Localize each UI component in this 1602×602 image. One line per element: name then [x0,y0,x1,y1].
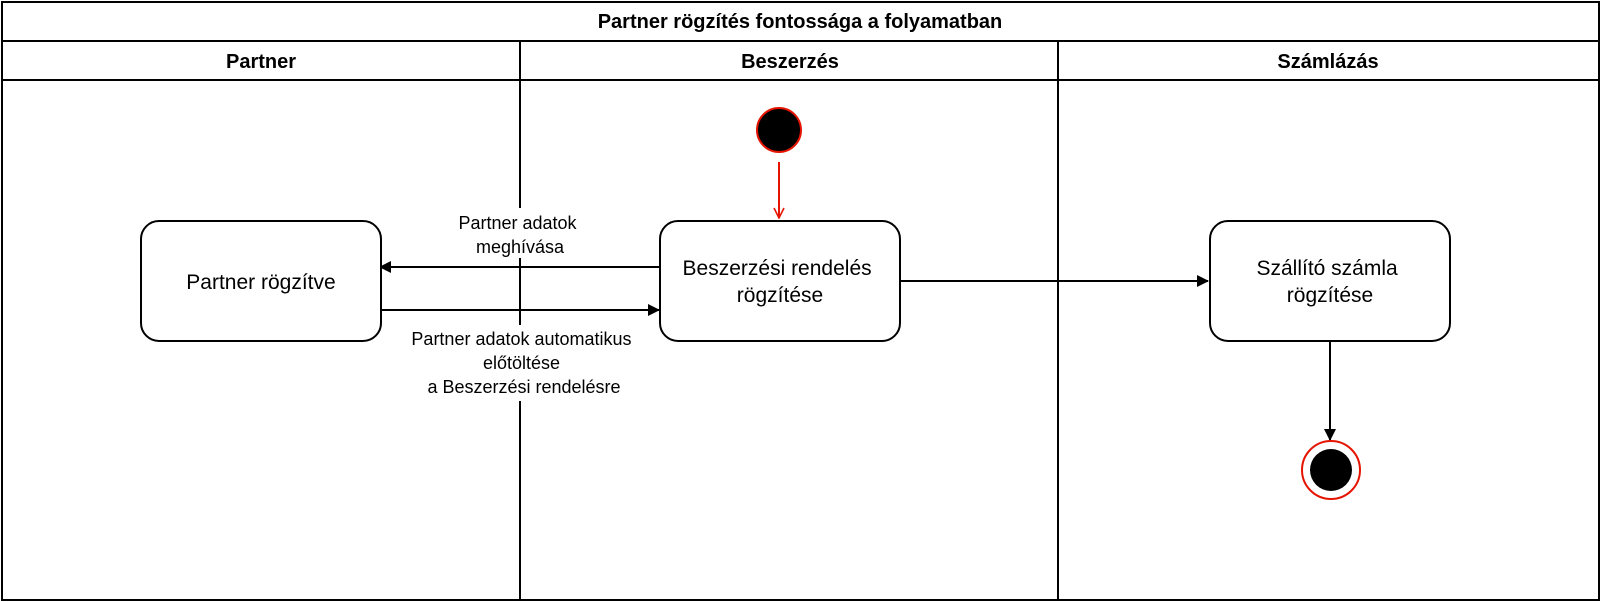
edge-label-partner-adatok-meghivasa: Partner adatok meghívása [458,213,581,257]
node-label-line: rögzítése [737,284,823,307]
pool-title: Partner rögzítés fontossága a folyamatba… [598,11,1003,33]
node-label-line: Szállító számla [1256,257,1398,280]
edge-label-line: a Beszerzési rendelésre [427,377,620,397]
label-bg-meghivasa [430,208,610,258]
node-beszerzesi-rendeles-label: Beszerzési rendelés rögzítése [683,257,878,307]
node-beszerzesi-rendeles [659,220,901,342]
edge-label-line: Partner adatok automatikus [411,329,631,349]
lane-header-partner: Partner [226,51,296,73]
edge-label-line: Partner adatok [458,213,577,233]
node-szallito-szamla [1209,220,1451,342]
lane-header-szamlazas: Számlázás [1277,51,1378,73]
start-node [756,107,802,153]
edge-label-line: előtöltése [483,353,560,373]
node-label-line: Beszerzési rendelés [683,257,872,280]
lane-header-beszerzes: Beszerzés [741,51,839,73]
node-partner-rogzitve-label: Partner rögzítve [186,271,335,294]
edge-label-partner-adatok-elotoltese: Partner adatok automatikus előtöltése a … [411,329,636,397]
node-label-line: rögzítése [1287,284,1373,307]
node-szallito-szamla-label: Szállító számla rögzítése [1256,257,1403,307]
end-node-core [1310,449,1352,491]
label-bg-elotoltese [392,325,658,401]
edge-label-line: meghívása [476,237,565,257]
node-partner-rogzitve [140,220,382,342]
